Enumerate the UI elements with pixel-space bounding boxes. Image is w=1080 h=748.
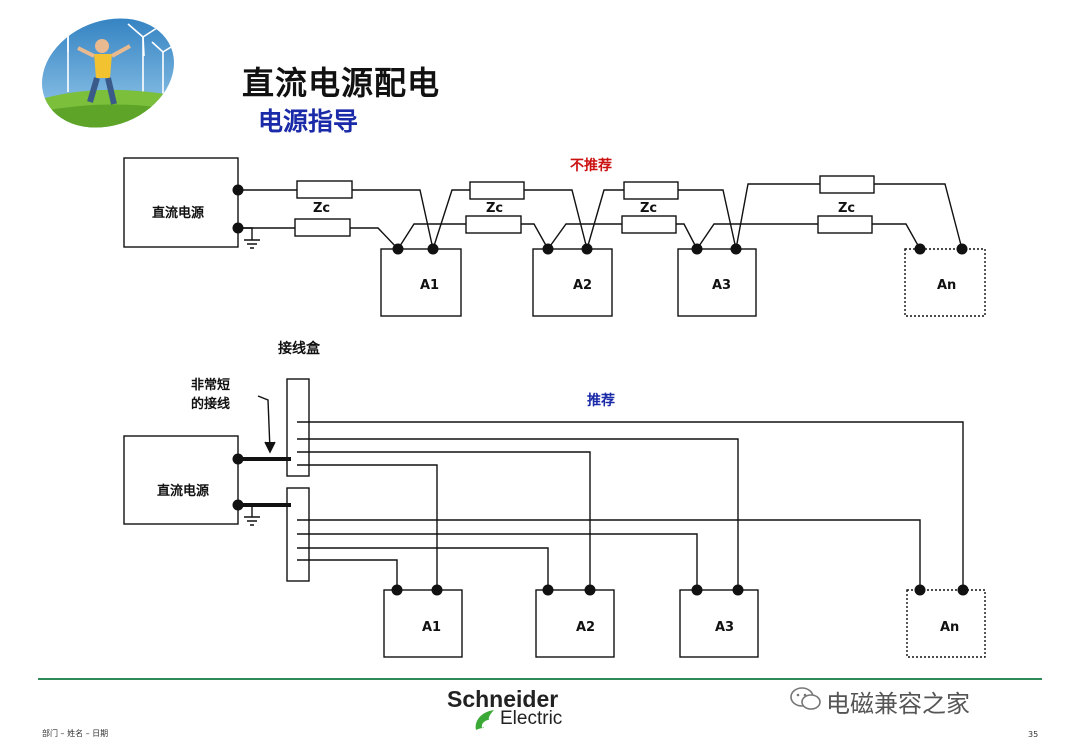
footer-left-text: 部门 – 姓名 – 日期 — [42, 729, 109, 738]
bottom-power-supply-box — [123, 435, 239, 525]
electric-logo-text: Electric — [500, 708, 563, 729]
top-zc-resistor-5 — [623, 181, 679, 200]
not-recommended-label: 不推荐 — [570, 157, 612, 174]
short-wire-label-line1: 非常短 — [191, 377, 230, 393]
junction-box-upper — [286, 378, 310, 477]
wechat-icon — [790, 687, 821, 710]
junction-box-label: 接线盒 — [278, 340, 321, 357]
schneider-logo-icon — [475, 710, 494, 730]
top-load-box-a3 — [677, 248, 757, 317]
top-load-box-an — [904, 248, 986, 317]
top-load-label-a1: A1 — [420, 278, 439, 293]
bottom-load-box-a1 — [383, 589, 463, 658]
top-zc-resistor-4 — [465, 215, 522, 234]
top-zc-resistor-6 — [621, 215, 677, 234]
corner-photo — [38, 12, 178, 134]
top-zc-resistor-1 — [296, 180, 353, 199]
bottom-load-box-a2 — [535, 589, 615, 658]
top-load-label-a3: A3 — [712, 278, 731, 293]
bottom-load-label-an: An — [940, 620, 959, 635]
top-zc-resistor-8 — [817, 215, 873, 234]
top-power-supply-label: 直流电源 — [152, 205, 204, 221]
short-wire-label-line2: 的接线 — [191, 396, 230, 412]
watermark-text: 电磁兼容之家 — [826, 690, 970, 718]
bottom-load-label-a3: A3 — [715, 620, 734, 635]
top-zc-label-2: Zc — [486, 201, 503, 216]
bottom-power-supply-label: 直流电源 — [157, 483, 209, 499]
top-zc-label-1: Zc — [313, 201, 330, 216]
top-load-label-a2: A2 — [573, 278, 592, 293]
top-load-label-an: An — [937, 278, 956, 293]
page-number: 35 — [1028, 730, 1039, 739]
bottom-load-label-a1: A1 — [422, 620, 441, 635]
top-load-box-a2 — [532, 248, 613, 317]
slide-title: 直流电源配电 — [242, 64, 441, 102]
top-zc-resistor-7 — [819, 175, 875, 194]
top-zc-resistor-2 — [294, 218, 351, 237]
top-zc-label-4: Zc — [838, 201, 855, 216]
recommended-label: 推荐 — [587, 392, 615, 409]
top-zc-resistor-3 — [469, 181, 525, 200]
schneider-logo-text: Schneider — [447, 686, 559, 712]
top-load-box-a1 — [380, 248, 462, 317]
bottom-load-box-an — [906, 589, 986, 658]
slide-subtitle: 电源指导 — [258, 107, 359, 136]
bottom-load-label-a2: A2 — [576, 620, 595, 635]
top-power-supply-box — [123, 157, 239, 248]
bottom-load-box-a3 — [679, 589, 759, 658]
top-zc-label-3: Zc — [640, 201, 657, 216]
